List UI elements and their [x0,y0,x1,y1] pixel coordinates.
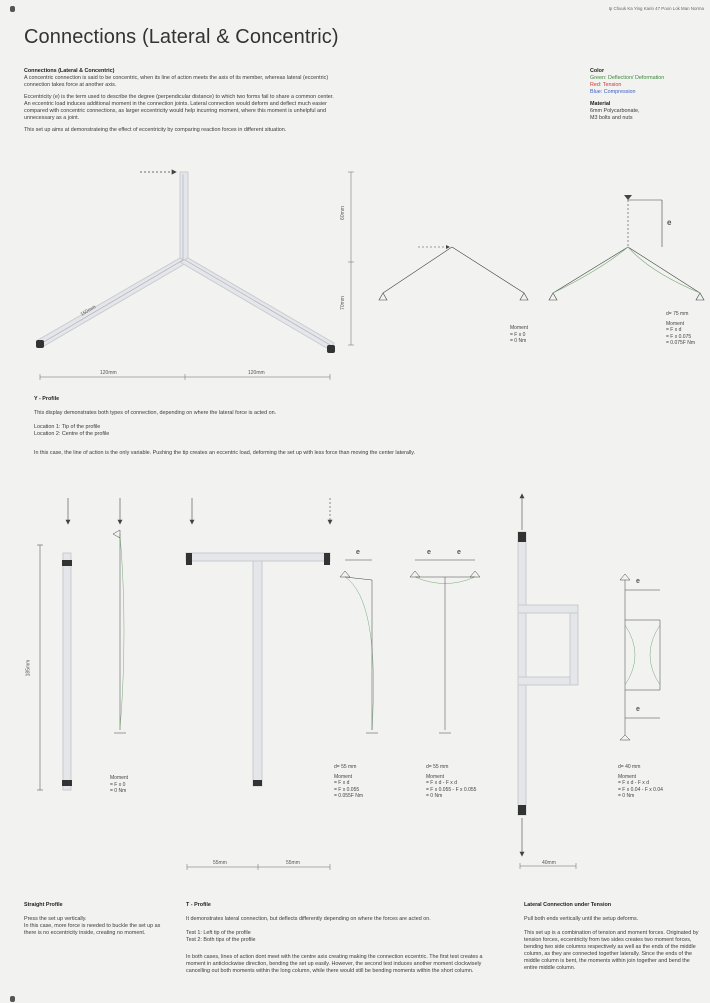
lateral-heading: Lateral Connection under Tension [524,902,612,908]
e-label-t2a: e [427,549,431,556]
material-2: M3 bolts and nuts [590,115,633,121]
moment-eq2: = F x 0.075 [666,333,692,340]
straight-desc: Press the set up vertically. In this cas… [24,916,161,936]
legend-red: Red: Tension [590,82,622,88]
moment-eq1: = F x d [666,327,682,333]
y-profile-note: In this case, the line of action is the … [34,450,416,456]
y-profile-loc2: Location 2: Centre of the profile [34,431,110,437]
moment-label: Moment [666,320,685,327]
moment-eq1: = F x d - F x d [618,780,649,786]
intro-p2: Eccentricity (e) is the term used to des… [24,94,334,121]
e-label-t1: e [356,549,360,556]
moment-label: Moment [426,773,445,780]
lateral-desc: Pull both ends vertically until the setu… [524,916,639,922]
d-value: d= 40 mm [618,764,641,770]
intro-p1: A concentric connection is said to be co… [24,75,329,88]
material-1: 6mm Polycarbonate, [590,108,640,114]
legend-green: Green: Deflection/ Deformation [590,75,665,81]
moment-eq2: = F x 0.055 - F x 0.055 [426,786,477,793]
moment-eq1: = F x d - F x d [426,780,457,786]
straight-heading: Straight Profile [24,902,63,908]
intro-heading: Connections (Lateral & Concentric) [24,68,115,74]
e-label-lateral-top: e [636,578,640,585]
lateral-dim: 40mm [542,860,556,866]
moment-eq1: = F x 0 [510,331,526,338]
intro-section: Connections (Lateral & Concentric) A con… [24,68,339,134]
legend-blue: Blue: Compression [590,89,636,95]
t-profile-test2: Test 2: Both tips of the profile [186,937,256,943]
e-label-y: e [667,218,672,227]
color-heading: Color [590,68,605,74]
e-label-lateral-bottom: e [636,706,640,713]
dim-left: 120mm [100,370,117,376]
intro-p3: This set up aims at demonstrateing the e… [24,127,287,133]
lateral-section: Lateral Connection under Tension Pull bo… [524,902,704,972]
author-credit: Ip Chuuk Ka Ying Karin 47 Poon Lok Man N… [608,6,704,11]
t-test1-moment: d= 55 mm Moment = F x d = F x 0.055 = 0.… [334,764,363,800]
lateral-note: This set up is a combination of tension … [524,930,699,971]
y-moment-right: d= 75 mm Moment = F x d = F x 0.075 = 0.… [666,311,695,347]
moment-eq3: = 0.055F Nm [334,793,364,799]
moment-eq2: = 0 Nm [510,338,527,344]
pin-top-left [10,6,15,12]
t-profile-note: In both cases, lines of action dont meet… [186,954,483,974]
lateral-moment: d= 40 mm Moment = F x d - F x d = F x 0.… [618,764,663,800]
y-profile-desc: This display demonstrates both types of … [34,410,277,416]
moment-eq2: = F x 0.055 [334,786,360,793]
t-profile-heading: T - Profile [186,902,211,908]
moment-label: Moment [618,773,637,780]
legend-section: Color Green: Deflection/ Deformation Red… [590,68,705,122]
t-profile-test1: Test 1: Left tip of the profile [186,930,251,936]
straight-moment: Moment = F x 0 = 0 Nm [110,775,128,795]
moment-eq3: = 0 Nm [618,793,635,799]
y-profile-section: Y - Profile This display demonstrates bo… [34,396,514,457]
y-profile-heading: Y - Profile [34,396,60,402]
t-dim-right: 55mm [286,860,300,866]
d-value: d= 55 mm [426,764,449,770]
moment-label: Moment [510,325,529,331]
y-profile-loc1: Location 1: Tip of the profile [34,424,101,430]
moment-eq1: = F x 0 [110,781,126,788]
pin-bottom-left [10,996,15,1002]
t-profile-desc: It demonstrates lateral connection, but … [186,916,431,922]
moment-eq3: = 0 Nm [426,793,443,799]
y-moment-left: Moment = F x 0 = 0 Nm [510,325,528,345]
t-test2-moment: d= 55 mm Moment = F x d - F x d = F x 0.… [426,764,476,800]
moment-eq2: = F x 0.04 - F x 0.04 [618,786,663,793]
moment-label: Moment [110,775,129,781]
moment-label: Moment [334,773,353,780]
moment-eq3: = 0.075F Nm [666,340,696,346]
t-profile-section: T - Profile It demonstrates lateral conn… [186,902,486,975]
moment-eq2: = 0 Nm [110,788,127,794]
d-value: d= 55 mm [334,764,357,770]
t-dim-left: 55mm [213,860,227,866]
moment-eq1: = F x d [334,780,350,786]
straight-dim: 185mm [25,659,32,677]
d-value: d= 75 mm [666,311,689,317]
e-label-t2b: e [457,549,461,556]
dim-right: 120mm [248,370,265,376]
straight-section: Straight Profile Press the set up vertic… [24,902,174,937]
material-heading: Material [590,101,611,107]
page-title: Connections (Lateral & Concentric) [24,26,339,48]
